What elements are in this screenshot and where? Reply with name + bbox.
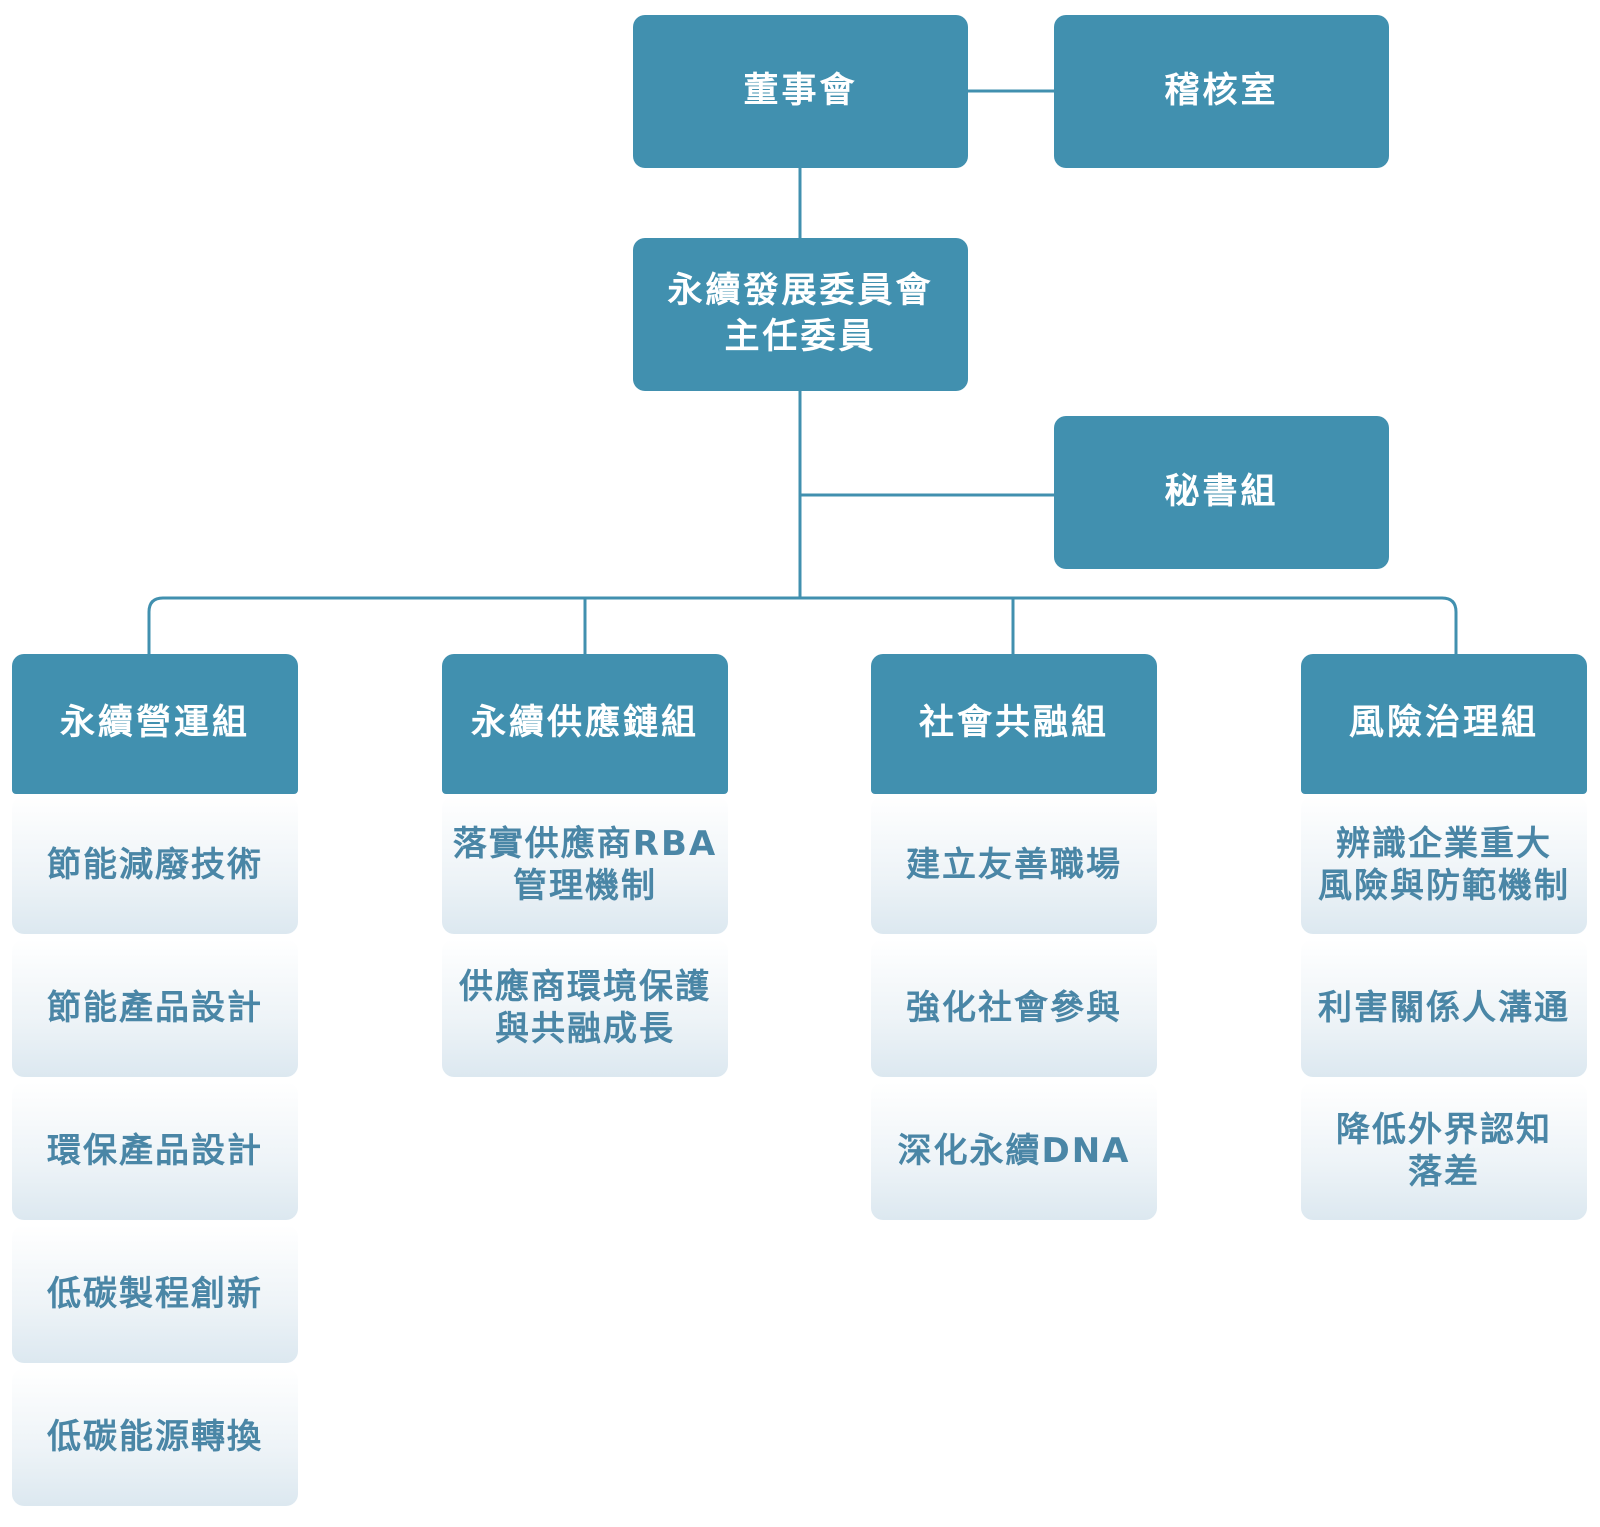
item-label: 低碳能源轉換 bbox=[47, 1416, 263, 1457]
item-label: 環保產品設計 bbox=[47, 1130, 263, 1171]
item-box: 供應商環境保護 與共融成長 bbox=[442, 939, 728, 1077]
item-box: 辨識企業重大 風險與防範機制 bbox=[1301, 796, 1587, 934]
item-box: 深化永續DNA bbox=[871, 1082, 1157, 1220]
group-header-risk-governance: 風險治理組 bbox=[1301, 654, 1587, 794]
group-name: 永續供應鏈組 bbox=[470, 703, 699, 744]
group-name: 永續營運組 bbox=[59, 703, 250, 744]
audit-office-label: 稽核室 bbox=[1164, 70, 1279, 111]
item-label: 利害關係人溝通 bbox=[1318, 987, 1570, 1028]
item-label: 節能減廢技術 bbox=[47, 844, 263, 885]
item-box: 低碳能源轉換 bbox=[12, 1368, 298, 1506]
item-box: 利害關係人溝通 bbox=[1301, 939, 1587, 1077]
committee-chair-box: 永續發展委員會 主任委員 bbox=[633, 238, 968, 391]
item-label: 供應商環境保護 與共融成長 bbox=[459, 966, 711, 1050]
item-label: 建立友善職場 bbox=[906, 844, 1122, 885]
group-header-supply-chain: 永續供應鏈組 bbox=[442, 654, 728, 794]
committee-chair-label: 永續發展委員會 主任委員 bbox=[667, 271, 934, 357]
group-header-social-inclusion: 社會共融組 bbox=[871, 654, 1157, 794]
item-box: 節能產品設計 bbox=[12, 939, 298, 1077]
item-box: 環保產品設計 bbox=[12, 1082, 298, 1220]
item-label: 辨識企業重大 風險與防範機制 bbox=[1318, 823, 1570, 907]
group-name: 社會共融組 bbox=[918, 703, 1109, 744]
board-box: 董事會 bbox=[633, 15, 968, 168]
group-name: 風險治理組 bbox=[1348, 703, 1539, 744]
item-box: 節能減廢技術 bbox=[12, 796, 298, 934]
item-box: 落實供應商RBA 管理機制 bbox=[442, 796, 728, 934]
item-box: 低碳製程創新 bbox=[12, 1225, 298, 1363]
item-box: 建立友善職場 bbox=[871, 796, 1157, 934]
item-label: 低碳製程創新 bbox=[47, 1273, 263, 1314]
secretariat-box: 秘書組 bbox=[1054, 416, 1389, 569]
item-label: 落實供應商RBA 管理機制 bbox=[452, 823, 718, 907]
group-header-operations: 永續營運組 bbox=[12, 654, 298, 794]
item-box: 強化社會參與 bbox=[871, 939, 1157, 1077]
item-box: 降低外界認知 落差 bbox=[1301, 1082, 1587, 1220]
audit-office-box: 稽核室 bbox=[1054, 15, 1389, 168]
board-label: 董事會 bbox=[743, 70, 858, 111]
item-label: 降低外界認知 落差 bbox=[1336, 1109, 1552, 1193]
item-label: 強化社會參與 bbox=[906, 987, 1122, 1028]
secretariat-label: 秘書組 bbox=[1164, 471, 1279, 512]
item-label: 深化永續DNA bbox=[897, 1130, 1131, 1171]
item-label: 節能產品設計 bbox=[47, 987, 263, 1028]
